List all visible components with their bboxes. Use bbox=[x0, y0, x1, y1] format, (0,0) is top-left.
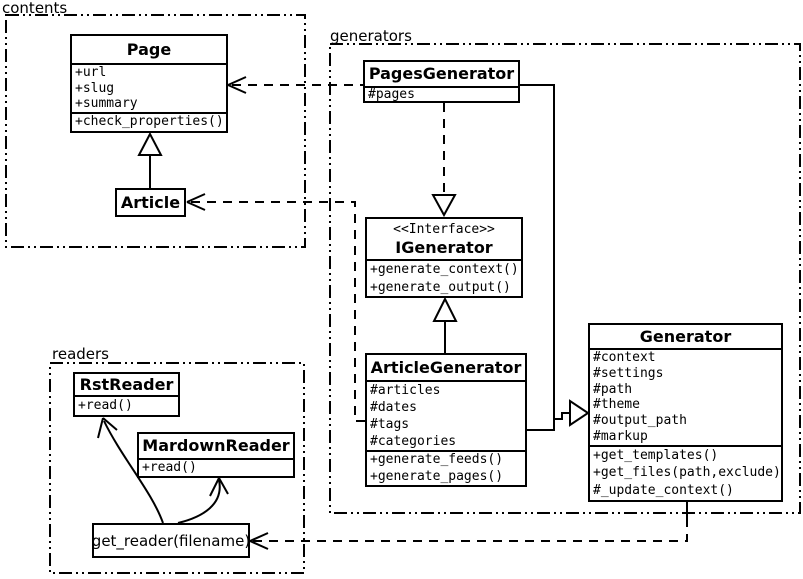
method: +generate_feeds() bbox=[370, 452, 504, 467]
package-readers-border bbox=[49, 362, 305, 574]
attribute: #dates bbox=[370, 400, 417, 415]
attribute: +slug bbox=[75, 80, 115, 96]
attribute: #context bbox=[593, 350, 656, 365]
class-page-attributes: +url +slug +summary bbox=[72, 65, 226, 114]
method: +check_properties() bbox=[75, 114, 224, 129]
attribute: #tags bbox=[370, 417, 410, 432]
method: +generate_output() bbox=[370, 279, 511, 295]
method: +generate_context() bbox=[370, 262, 519, 277]
dependency-articlegenerator-to-article bbox=[186, 193, 365, 422]
package-label-contents: contents bbox=[2, 0, 68, 17]
class-igenerator-methods: +generate_context() +generate_output() bbox=[367, 261, 521, 296]
class-rstreader-title: RstReader bbox=[75, 374, 178, 397]
dependency-generator-to-getreader bbox=[249, 502, 688, 550]
package-generators-border bbox=[329, 43, 801, 514]
method: +get_files(path,exclude) bbox=[593, 465, 781, 481]
class-generator-methods: +get_templates() +get_files(path,exclude… bbox=[590, 447, 781, 500]
dependency-pagesgenerator-to-page bbox=[227, 76, 363, 94]
arrow-getreader-to-rstreader bbox=[97, 417, 164, 524]
attribute: +url bbox=[75, 65, 107, 80]
function-get-reader-label: get_reader(filename) bbox=[91, 531, 251, 550]
package-contents-border bbox=[5, 14, 306, 248]
attribute: #pages bbox=[368, 88, 415, 101]
class-igenerator: <<Interface>> IGenerator +generate_conte… bbox=[365, 217, 523, 298]
attribute: #categories bbox=[370, 434, 457, 449]
class-articlegenerator-methods: +generate_feeds() +generate_pages() bbox=[367, 452, 525, 485]
method: +read() bbox=[78, 398, 133, 413]
inheritance-article-to-page bbox=[137, 131, 163, 188]
attribute: #output_path bbox=[593, 413, 687, 429]
class-article: Article bbox=[115, 188, 186, 217]
class-generator-attributes: #context #settings #path #theme #output_… bbox=[590, 350, 781, 447]
class-pagesgenerator-title: PagesGenerator bbox=[365, 62, 518, 88]
class-articlegenerator: ArticleGenerator #articles #dates #tags … bbox=[365, 353, 527, 487]
method: +generate_pages() bbox=[370, 468, 504, 484]
class-page-methods: +check_properties() bbox=[72, 114, 226, 131]
package-label-readers: readers bbox=[52, 345, 109, 363]
attribute: #theme bbox=[593, 397, 640, 413]
inheritance-generators-to-generator bbox=[520, 84, 590, 431]
class-generator: Generator #context #settings #path #them… bbox=[588, 323, 783, 502]
method: #_update_context() bbox=[593, 482, 734, 498]
class-rstreader: RstReader +read() bbox=[73, 372, 180, 417]
arrow-getreader-to-mardownreader bbox=[177, 477, 229, 524]
attribute: #articles bbox=[370, 383, 441, 398]
attribute: #markup bbox=[593, 428, 648, 444]
class-igenerator-stereotype: <<Interface>> bbox=[393, 221, 495, 237]
function-get-reader: get_reader(filename) bbox=[92, 523, 250, 558]
attribute: +summary bbox=[75, 96, 138, 112]
package-label-generators: generators bbox=[330, 27, 412, 45]
class-pagesgenerator-attributes: #pages bbox=[365, 88, 518, 101]
attribute: #path bbox=[593, 381, 633, 397]
attribute: #settings bbox=[593, 365, 664, 381]
class-rstreader-methods: +read() bbox=[75, 397, 178, 415]
method: +read() bbox=[142, 460, 197, 475]
class-igenerator-title: <<Interface>> IGenerator bbox=[367, 219, 521, 261]
class-articlegenerator-attributes: #articles #dates #tags #categories bbox=[367, 382, 525, 452]
class-mardownreader: MardownReader +read() bbox=[137, 432, 295, 478]
class-mardownreader-title: MardownReader bbox=[139, 434, 293, 460]
class-generator-title: Generator bbox=[590, 325, 781, 350]
class-page-title: Page bbox=[72, 36, 226, 65]
inheritance-articlegenerator-to-igenerator bbox=[432, 296, 458, 353]
class-pagesgenerator: PagesGenerator #pages bbox=[363, 60, 520, 103]
class-mardownreader-methods: +read() bbox=[139, 460, 293, 476]
class-page: Page +url +slug +summary +check_properti… bbox=[70, 34, 228, 133]
class-articlegenerator-title: ArticleGenerator bbox=[367, 355, 525, 382]
class-article-title: Article bbox=[120, 192, 181, 212]
realization-pagesgenerator-to-igenerator bbox=[431, 103, 457, 218]
method: +get_templates() bbox=[593, 448, 719, 463]
